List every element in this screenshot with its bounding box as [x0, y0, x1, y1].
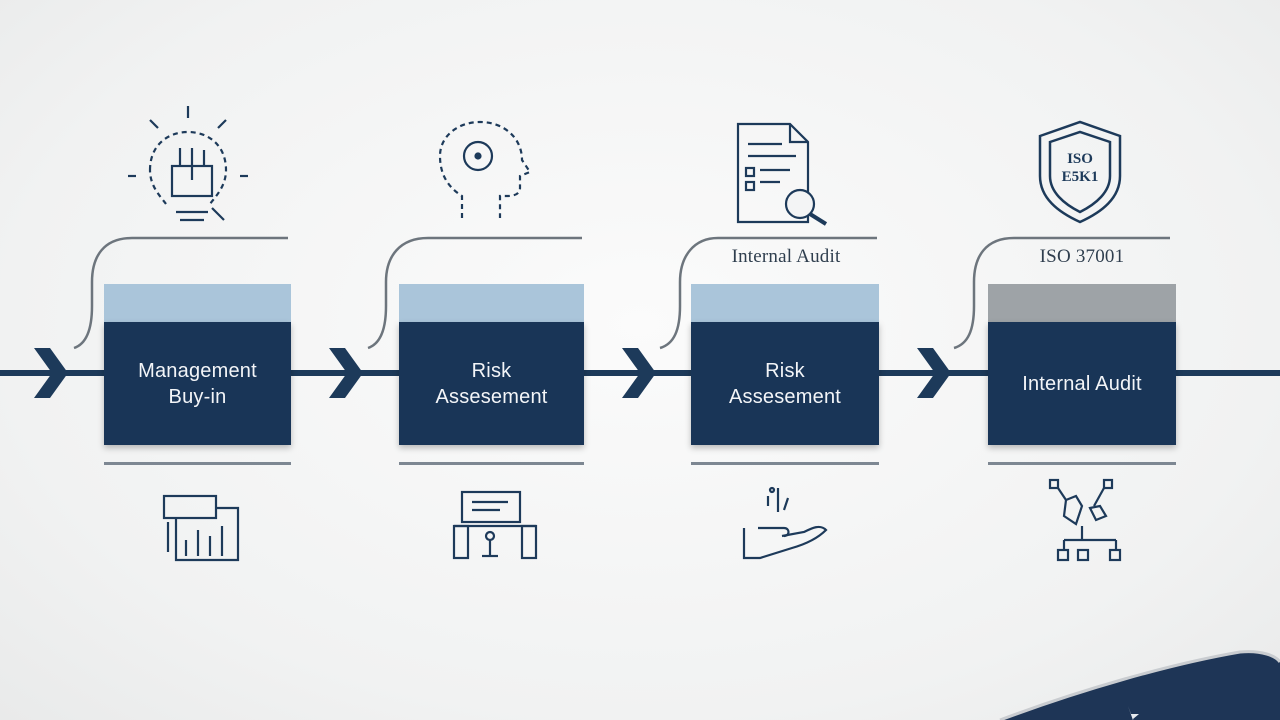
- step-4-cap: [988, 284, 1176, 322]
- step-1-label: Management Buy-in: [138, 359, 257, 408]
- step-4-label: Internal Audit: [1022, 372, 1142, 395]
- head-profile-icon: [438, 120, 532, 218]
- step-2-underline: [399, 462, 584, 465]
- step-3-label: Risk Assesement: [728, 359, 842, 408]
- connector-1: [73, 236, 288, 350]
- documents-chart-icon: [162, 494, 240, 562]
- step-3-box: Risk Assesement: [691, 322, 879, 445]
- computer-desk-icon: [452, 490, 538, 560]
- connectors: [73, 236, 1170, 350]
- shield-badge-icon: [1038, 120, 1122, 224]
- flow-arrow-1: [34, 348, 68, 398]
- step-2-cap: [399, 284, 584, 322]
- flag-decoration: [999, 650, 1280, 720]
- flow-arrow-3: [622, 348, 656, 398]
- flow-arrows: [34, 348, 951, 398]
- step-2-box: Risk Assesement: [399, 322, 584, 445]
- step-3-underline: [691, 462, 879, 465]
- shield-text-line-1: ISO: [1067, 151, 1093, 167]
- shield-badge-text: ISO E5K1: [1040, 150, 1120, 186]
- step-4-underline: [988, 462, 1176, 465]
- step-1-underline: [104, 462, 291, 465]
- step-3-cap: [691, 284, 879, 322]
- connector-2: [367, 236, 582, 350]
- shield-text-line-2: E5K1: [1061, 169, 1099, 185]
- step-4-box: Internal Audit: [988, 322, 1176, 445]
- connector-4: [953, 236, 1170, 350]
- flow-arrow-2: [329, 348, 363, 398]
- document-magnifier-icon: [736, 122, 828, 226]
- step-4-top-label: ISO 37001: [1039, 246, 1125, 267]
- step-1-cap: [104, 284, 291, 322]
- step-1-box: Management Buy-in: [104, 322, 291, 445]
- step-2-label: Risk Assesement: [435, 359, 548, 408]
- network-nodes-icon: [1048, 478, 1122, 562]
- lightbulb-brainstorm-icon: [128, 106, 248, 222]
- flow-arrow-4: [917, 348, 951, 398]
- step-3-top-label: Internal Audit: [731, 246, 841, 267]
- hand-sparkle-icon: [742, 486, 828, 560]
- connector-3: [659, 236, 877, 350]
